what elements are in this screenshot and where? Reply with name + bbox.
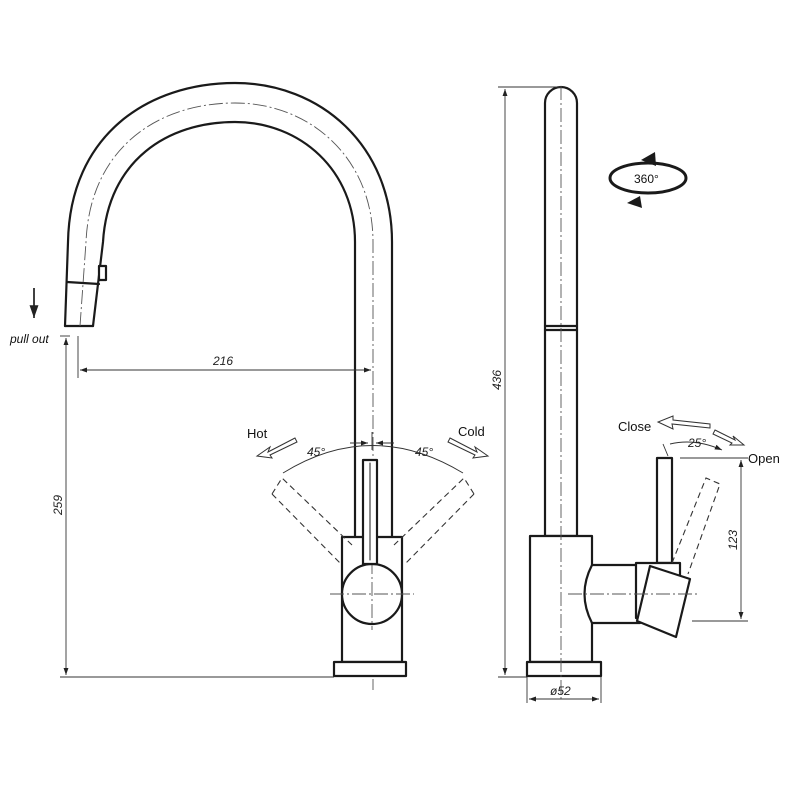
cold-direction-icon bbox=[447, 437, 490, 459]
side-view: Close Open 25° 123 436 ø52 360° bbox=[490, 85, 780, 703]
spray-button bbox=[97, 264, 108, 282]
cold-angle-label: 45° bbox=[415, 445, 433, 459]
spout-centerline bbox=[79, 102, 374, 690]
side-cartridge-open bbox=[635, 564, 692, 639]
hot-label: Hot bbox=[247, 426, 268, 441]
open-direction-icon bbox=[712, 429, 746, 446]
side-lever-open-position bbox=[671, 477, 721, 575]
close-label: Close bbox=[618, 419, 651, 434]
open-angle-arc bbox=[669, 441, 723, 451]
lever-hot-position bbox=[271, 477, 353, 566]
lever-cold-position bbox=[393, 477, 475, 566]
front-view: 45° 45° Hot Cold pull out 216 259 bbox=[9, 81, 490, 690]
height-label: 259 bbox=[51, 495, 65, 516]
lever-angle-arc bbox=[282, 445, 464, 474]
close-direction-icon bbox=[656, 415, 711, 430]
side-base bbox=[525, 660, 603, 678]
base-diameter-label: ø52 bbox=[550, 684, 571, 698]
hot-direction-icon bbox=[255, 437, 298, 459]
lever-height-label: 123 bbox=[726, 530, 740, 550]
open-angle-ref bbox=[662, 443, 669, 457]
hot-angle-label: 45° bbox=[307, 445, 325, 459]
side-lever bbox=[655, 456, 674, 565]
total-height-label: 436 bbox=[490, 370, 504, 390]
cold-label: Cold bbox=[458, 424, 485, 439]
spray-head-joint bbox=[65, 280, 101, 286]
rotation-360-icon: 360° bbox=[608, 152, 688, 208]
open-label: Open bbox=[748, 451, 780, 466]
reach-label: 216 bbox=[212, 354, 233, 368]
faucet-base bbox=[332, 660, 408, 678]
rotation-label: 360° bbox=[634, 172, 659, 186]
pull-out-label: pull out bbox=[9, 332, 49, 346]
open-angle-label: 25° bbox=[687, 436, 706, 450]
spout-inner-curve bbox=[91, 120, 357, 542]
spout-outer-curve bbox=[63, 81, 394, 542]
